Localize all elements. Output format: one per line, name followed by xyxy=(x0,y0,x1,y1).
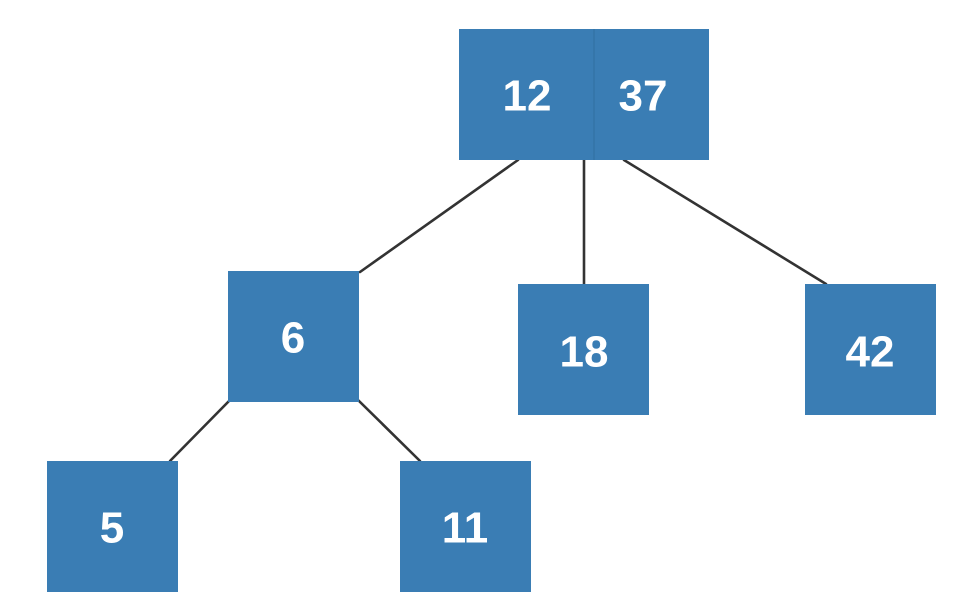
node-box-11 xyxy=(400,461,531,592)
node-key-5: 5 xyxy=(100,504,124,553)
tree-node-42: 42 xyxy=(805,284,936,415)
node-key-11: 11 xyxy=(442,504,489,553)
node-key-42: 42 xyxy=(846,328,895,377)
tree-node-5: 5 xyxy=(47,461,178,592)
tree-node-root: 12 37 xyxy=(459,29,709,160)
tree-node-18: 18 xyxy=(518,284,649,415)
node-box-6 xyxy=(228,271,359,402)
edge-root-to-42 xyxy=(622,158,828,286)
node-box-42 xyxy=(805,284,936,415)
node-key-18: 18 xyxy=(560,328,609,377)
edge-root-to-6 xyxy=(358,158,520,274)
tree-node-11: 11 xyxy=(400,461,531,592)
edge-6-to-11 xyxy=(356,398,422,463)
edges xyxy=(168,158,828,463)
node-key-12: 12 xyxy=(503,72,552,121)
node-key-37: 37 xyxy=(619,72,668,121)
tree-node-6: 6 xyxy=(228,271,359,402)
node-box-18 xyxy=(518,284,649,415)
node-key-6: 6 xyxy=(281,314,305,363)
node-box-root xyxy=(459,29,709,160)
node-box-5 xyxy=(47,461,178,592)
edge-6-to-5 xyxy=(168,398,232,463)
